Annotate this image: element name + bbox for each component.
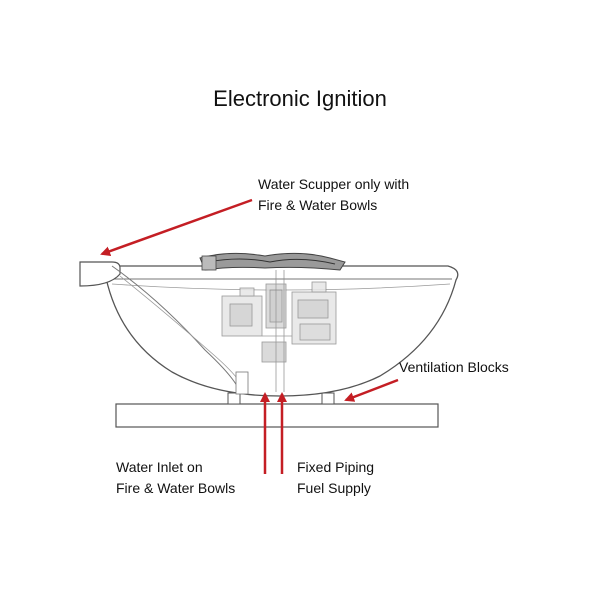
label-water-inlet-line1: Water Inlet on bbox=[116, 459, 203, 475]
label-water-scupper: Water Scupper only with Fire & Water Bow… bbox=[258, 174, 409, 216]
base-slab bbox=[115, 403, 439, 428]
label-ventilation-blocks: Ventilation Blocks bbox=[399, 357, 509, 378]
label-water-inlet: Water Inlet on Fire & Water Bowls bbox=[116, 457, 235, 499]
scupper-arrow bbox=[100, 198, 253, 256]
label-fuel-supply-line2: Fuel Supply bbox=[297, 480, 371, 496]
callout-arrows bbox=[100, 198, 399, 474]
label-water-scupper-line2: Fire & Water Bowls bbox=[258, 197, 378, 213]
diagram-title: Electronic Ignition bbox=[213, 86, 387, 111]
ventilation-block-left bbox=[227, 392, 241, 405]
label-water-inlet-line2: Fire & Water Bowls bbox=[116, 480, 236, 496]
ignition-components bbox=[221, 270, 337, 392]
label-water-scupper-line1: Water Scupper only with bbox=[258, 176, 410, 192]
label-fuel-supply: Fixed Piping Fuel Supply bbox=[297, 457, 374, 499]
water-scupper bbox=[79, 261, 121, 287]
ventilation-block-right bbox=[321, 392, 335, 405]
label-fuel-supply-line1: Fixed Piping bbox=[297, 459, 375, 475]
bowl-shell bbox=[101, 265, 459, 397]
label-ventilation-line1: Ventilation Blocks bbox=[399, 359, 509, 375]
ventilation-arrow bbox=[344, 378, 399, 402]
